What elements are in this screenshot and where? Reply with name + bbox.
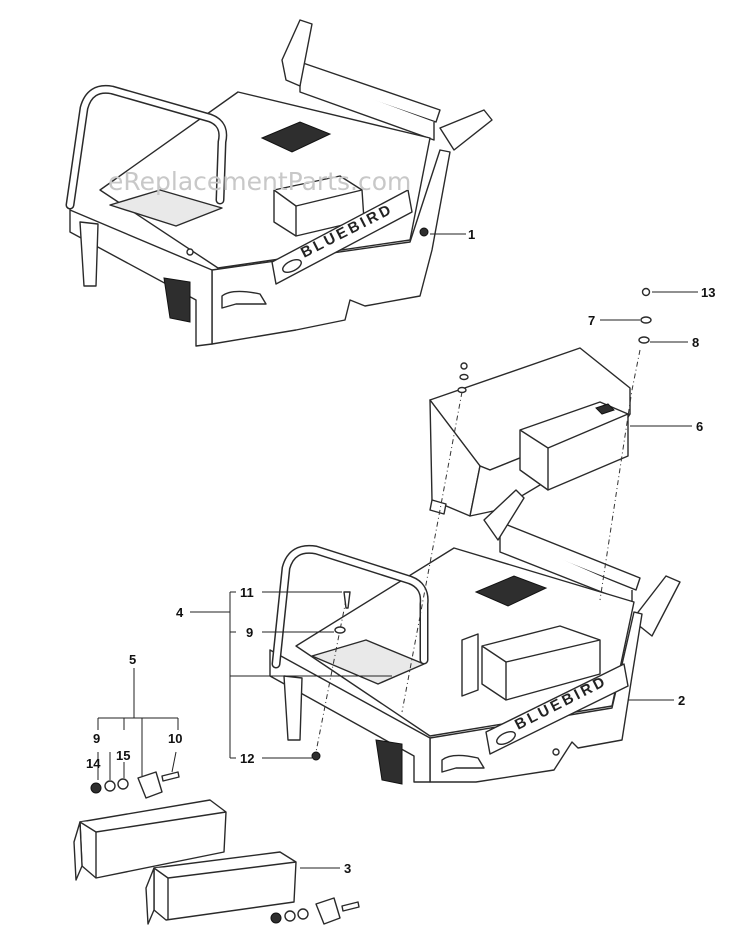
callout-9-plate: 9 [246, 625, 253, 640]
rear-post-bottom-left [483, 489, 525, 541]
callout-6: 6 [696, 419, 703, 434]
rear-post-left [281, 19, 313, 87]
weight-upper-lip [73, 821, 83, 881]
washer-9 [334, 626, 346, 634]
bolt-lower [341, 901, 360, 912]
watermark: eReplacementParts.com [108, 167, 411, 196]
grab-handle [221, 290, 267, 309]
weight-hardware [90, 771, 360, 925]
tank-covers [429, 347, 631, 517]
weight-lower-lip [145, 867, 155, 925]
cover-fastener-path [401, 391, 463, 713]
weight-clip-lower [315, 897, 341, 925]
washer-7 [640, 316, 652, 324]
cover-small-edge-2 [547, 413, 629, 449]
warning-decal [260, 121, 332, 153]
rear-post-bottom-right [631, 575, 681, 637]
leader-10-down [171, 751, 177, 773]
warning-decal-bottom [474, 575, 548, 607]
caster-leg-bottom-right [375, 739, 403, 785]
callout-8: 8 [692, 335, 699, 350]
washer-8 [638, 336, 650, 344]
cover-washer [459, 373, 469, 381]
callout-15: 15 [116, 748, 130, 763]
part-1-fastener [419, 227, 429, 237]
caster-leg-right [163, 277, 191, 323]
caster-leg-left [79, 221, 99, 287]
nut-12 [311, 751, 321, 761]
nut-14 [90, 782, 102, 794]
washer-15 [117, 778, 129, 790]
callout-12: 12 [240, 751, 254, 766]
side-panel [211, 149, 451, 345]
bolt [186, 248, 194, 256]
callout-11: 11 [240, 585, 254, 600]
bolt-11 [343, 591, 351, 609]
rear-post-right [439, 109, 493, 151]
callout-7: 7 [588, 313, 595, 328]
front-skirt [69, 209, 213, 347]
roll-bar-highlight [67, 86, 226, 208]
foot-plate [109, 189, 223, 227]
brand-decal-strip-bottom [485, 663, 629, 755]
callout-2: 2 [678, 693, 685, 708]
frame-assembly-bottom: BLUEBIRD [269, 489, 681, 785]
washer-lower-2 [297, 908, 309, 920]
bracket-upright [461, 633, 479, 697]
decal-logo-bottom [496, 731, 516, 745]
nut-13 [641, 287, 651, 297]
grab-handle-bottom [441, 754, 485, 773]
callout-10: 10 [168, 731, 182, 746]
latch-fastener-path [599, 349, 641, 601]
callout-13: 13 [701, 285, 715, 300]
nut-lower [270, 912, 282, 924]
bolt-bottom [552, 748, 560, 756]
callouts: 1 2 3 4 5 6 7 8 9 9 10 11 12 13 14 15 [86, 227, 715, 876]
bolt-10 [161, 771, 180, 782]
caster-leg-bottom-left [283, 675, 303, 741]
frame-assembly-top: BLUEBIRD [65, 19, 493, 347]
decal-logo [282, 259, 302, 273]
callout-4: 4 [176, 605, 184, 620]
leader-lines [97, 233, 698, 869]
callout-1: 1 [468, 227, 475, 242]
callout-5: 5 [129, 652, 136, 667]
washer-9-weight [104, 780, 116, 792]
side-panel-bottom [429, 611, 643, 783]
plate-fastener-path [315, 599, 347, 753]
rear-rail-bottom-support [499, 532, 633, 605]
counterweights [73, 799, 297, 925]
washer-lower [284, 910, 296, 922]
cover-nut [460, 362, 468, 370]
callout-9-weight: 9 [93, 731, 100, 746]
cover-washer-2 [457, 386, 467, 394]
cover-latch [595, 403, 615, 415]
callout-14: 14 [86, 756, 101, 771]
weight-clip [137, 771, 163, 799]
callout-3: 3 [344, 861, 351, 876]
brand-decal-strip [271, 189, 413, 285]
